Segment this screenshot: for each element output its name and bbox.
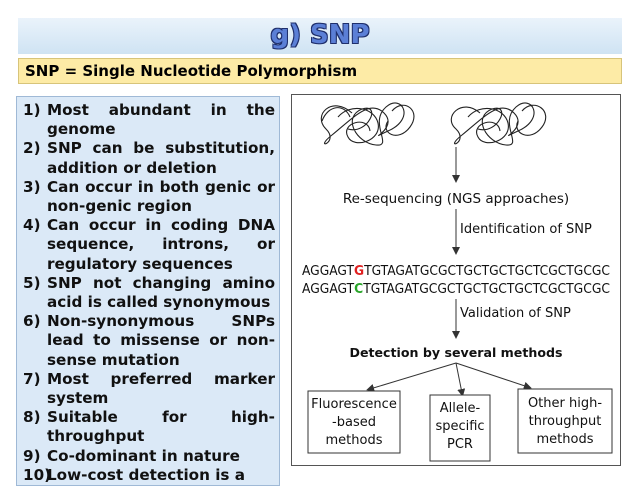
- item-text: Suitable for high-throughput: [47, 408, 275, 446]
- method-box-fluorescence: [307, 390, 401, 454]
- item-number: 8): [23, 408, 41, 427]
- item-text: Co-dominant in nature: [47, 446, 240, 465]
- item-number: 9): [23, 446, 41, 465]
- method-2-line-3: PCR: [447, 437, 473, 452]
- method-box-other-high-throughput: [517, 388, 613, 454]
- definition-text: SNP = Single Nucleotide Polymorphism: [25, 62, 358, 80]
- method-1-line-2: -based: [332, 415, 376, 430]
- method-3-line-2: throughput: [529, 414, 602, 429]
- resequencing-label: Re-sequencing (NGS approaches): [343, 191, 569, 207]
- diagram-svg: Re-sequencing (NGS approaches) Identific…: [302, 102, 613, 462]
- item-text: Can occur in both genic or non-genic reg…: [47, 177, 275, 216]
- item-text: Non-synonymous SNPs lead to missense or …: [47, 312, 275, 369]
- method-3-line-1: Other high-: [528, 396, 602, 411]
- genome-scribble-right: [450, 102, 547, 146]
- item-text: SNP can be substitution, addition or del…: [47, 139, 275, 177]
- list-item: 8) Suitable for high-throughput: [23, 408, 275, 446]
- method-1-line-3: methods: [326, 433, 383, 448]
- genome-scribble-left: [320, 102, 415, 146]
- item-number: 4): [23, 216, 41, 235]
- item-number: 7): [23, 369, 41, 388]
- list-item: 2) SNP can be substitution, addition or d…: [23, 139, 275, 177]
- list-item: 4) Can occur in coding DNA sequence, intr…: [23, 216, 275, 274]
- item-text: Low-cost detection is a: [47, 465, 245, 484]
- list-item: 5) SNP not changing amino acid is called …: [23, 274, 275, 312]
- definition-box: SNP = Single Nucleotide Polymorphism: [18, 58, 622, 84]
- snp-workflow-diagram: Re-sequencing (NGS approaches) Identific…: [291, 94, 621, 466]
- item-number: 2): [23, 139, 41, 158]
- item-text: Most abundant in the genome: [47, 101, 275, 139]
- list-item: 7) Most preferred marker system: [23, 370, 275, 408]
- list-item: 10)Low-cost detection is a: [23, 466, 275, 485]
- features-list-box: 1) Most abundant in the genome 2) SNP can …: [16, 96, 280, 486]
- item-number: 3): [23, 177, 41, 196]
- sequence-allele-2: AGGAGTCTGTAGATGCGCTGCTGCTGCTCGCTGCGC: [302, 282, 610, 297]
- validation-label: Validation of SNP: [460, 306, 571, 321]
- list-item: 6) Non-synonymous SNPs lead to missense o…: [23, 312, 275, 370]
- arrow-to-method-1: [366, 362, 457, 392]
- method-1-line-1: Fluorescence: [311, 397, 397, 412]
- arrow-to-method-2: [455, 362, 466, 397]
- identification-label: Identification of SNP: [460, 222, 592, 237]
- title-bar: g) SNP: [18, 18, 622, 54]
- item-text: SNP not changing amino acid is called sy…: [47, 273, 275, 312]
- item-text: Can occur in coding DNA sequence, intron…: [47, 216, 275, 273]
- method-2-line-2: specific: [435, 419, 484, 434]
- list-item: 9) Co-dominant in nature: [23, 447, 275, 466]
- item-number: 1): [23, 101, 41, 119]
- list-item: 3) Can occur in both genic or non-genic r…: [23, 178, 275, 216]
- method-box-allele-specific-pcr: [429, 394, 491, 462]
- arrow-to-method-3: [455, 362, 532, 390]
- method-2-line-1: Allele-: [440, 401, 481, 416]
- slide-title: g) SNP: [270, 20, 370, 50]
- list-item: 1) Most abundant in the genome: [23, 101, 275, 139]
- features-list: 1) Most abundant in the genome 2) SNP can …: [17, 97, 279, 485]
- sequence-allele-1: AGGAGTGTGTAGATGCGCTGCTGCTGCTCGCTGCGC: [302, 264, 610, 279]
- item-number: 10): [23, 465, 52, 484]
- item-number: 6): [23, 312, 41, 331]
- item-number: 5): [23, 273, 41, 292]
- item-text: Most preferred marker system: [47, 369, 275, 408]
- detection-heading: Detection by several methods: [350, 345, 563, 360]
- method-3-line-3: methods: [537, 432, 594, 447]
